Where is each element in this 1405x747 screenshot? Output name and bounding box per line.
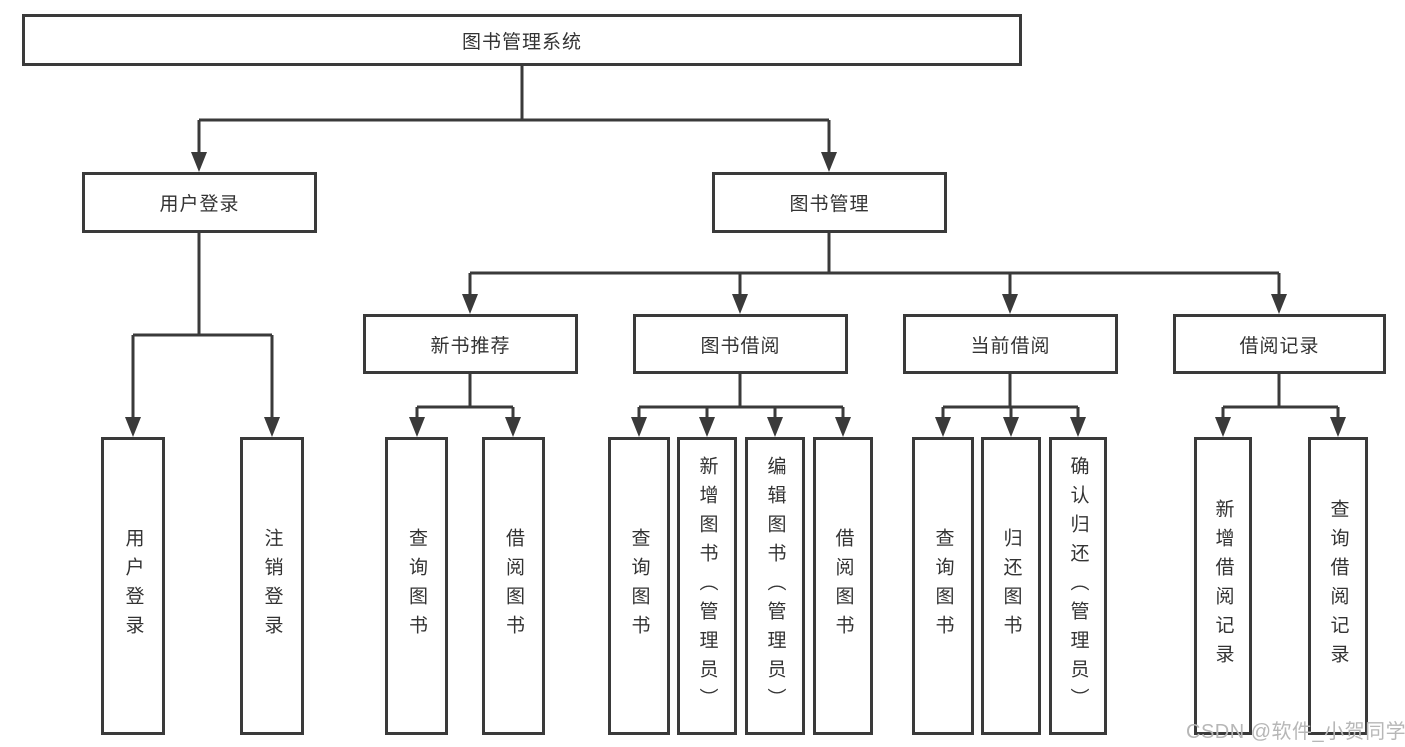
leaf-current-query-books-label: 查询图书 (932, 528, 954, 644)
leaf-user-login: 用户登录 (101, 437, 165, 735)
leaf-borrow-borrow-books: 借阅图书 (813, 437, 873, 735)
node-current-borrowing-label: 当前借阅 (970, 335, 1051, 357)
node-root: 图书管理系统 (22, 14, 1022, 66)
arrowhead-icon (1002, 294, 1018, 314)
leaf-user-login-label: 用户登录 (122, 528, 144, 644)
arrowhead-icon (1003, 417, 1019, 437)
node-root-label: 图书管理系统 (461, 31, 582, 53)
leaf-borrow-add-books-label: 新增图书（管理员） (696, 455, 718, 717)
node-borrowing-records-label: 借阅记录 (1239, 335, 1320, 357)
arrowhead-icon (631, 417, 647, 437)
leaf-borrow-query-books-label: 查询图书 (628, 528, 650, 644)
node-new-book-recommend-label: 新书推荐 (430, 335, 511, 357)
node-new-book-recommend: 新书推荐 (363, 314, 578, 374)
arrowhead-icon (1070, 417, 1086, 437)
edge-new-book-recommend-children (409, 374, 521, 437)
node-user-login: 用户登录 (82, 172, 317, 233)
arrowhead-icon (264, 417, 280, 437)
arrowhead-icon (699, 417, 715, 437)
leaf-logout: 注销登录 (240, 437, 304, 735)
arrowhead-icon (935, 417, 951, 437)
leaf-record-query-record: 查询借阅记录 (1308, 437, 1368, 735)
edge-root-to-level2 (191, 66, 837, 172)
leaf-recommend-borrow-books: 借阅图书 (482, 437, 545, 735)
leaf-record-query-record-label: 查询借阅记录 (1327, 499, 1349, 673)
leaf-record-add-record-label: 新增借阅记录 (1212, 499, 1234, 673)
node-user-login-label: 用户登录 (159, 194, 240, 215)
node-borrowing-records: 借阅记录 (1173, 314, 1386, 374)
arrowhead-icon (409, 417, 425, 437)
leaf-borrow-query-books: 查询图书 (608, 437, 670, 735)
arrowhead-icon (125, 417, 141, 437)
arrowhead-icon (767, 417, 783, 437)
edge-user-login-children (125, 233, 280, 437)
arrowhead-icon (835, 417, 851, 437)
leaf-record-add-record: 新增借阅记录 (1194, 437, 1252, 735)
arrowhead-icon (732, 294, 748, 314)
node-book-management-label: 图书管理 (789, 194, 870, 215)
arrowhead-icon (462, 294, 478, 314)
node-book-management: 图书管理 (712, 172, 947, 233)
arrowhead-icon (1215, 417, 1231, 437)
arrowhead-icon (1271, 294, 1287, 314)
leaf-borrow-add-books: 新增图书（管理员） (677, 437, 737, 735)
leaf-recommend-query-books: 查询图书 (385, 437, 448, 735)
leaf-borrow-edit-books: 编辑图书（管理员） (745, 437, 805, 735)
leaf-current-confirm-return: 确认归还（管理员） (1049, 437, 1107, 735)
arrowhead-icon (821, 152, 837, 172)
leaf-recommend-borrow-books-label: 借阅图书 (503, 528, 524, 644)
node-book-borrowing: 图书借阅 (633, 314, 848, 374)
edge-borrowing-records-children (1215, 374, 1346, 437)
arrowhead-icon (505, 417, 521, 437)
arrowhead-icon (191, 152, 207, 172)
leaf-borrow-edit-books-label: 编辑图书（管理员） (764, 455, 786, 717)
leaf-logout-label: 注销登录 (261, 528, 283, 644)
leaf-borrow-borrow-books-label: 借阅图书 (832, 528, 854, 644)
leaf-current-return-books: 归还图书 (981, 437, 1041, 735)
edge-current-borrowing-children (935, 374, 1086, 437)
edge-book-borrowing-children (631, 374, 851, 437)
leaf-current-confirm-return-label: 确认归还（管理员） (1067, 455, 1089, 717)
edge-book-management-children (462, 233, 1287, 314)
arrowhead-icon (1330, 417, 1346, 437)
csdn-watermark: CSDN @软件_小贺同学 (1186, 721, 1405, 743)
node-current-borrowing: 当前借阅 (903, 314, 1118, 374)
leaf-current-query-books: 查询图书 (912, 437, 974, 735)
leaf-recommend-query-books-label: 查询图书 (406, 528, 427, 644)
leaf-current-return-books-label: 归还图书 (1000, 528, 1022, 644)
node-book-borrowing-label: 图书借阅 (700, 335, 781, 357)
